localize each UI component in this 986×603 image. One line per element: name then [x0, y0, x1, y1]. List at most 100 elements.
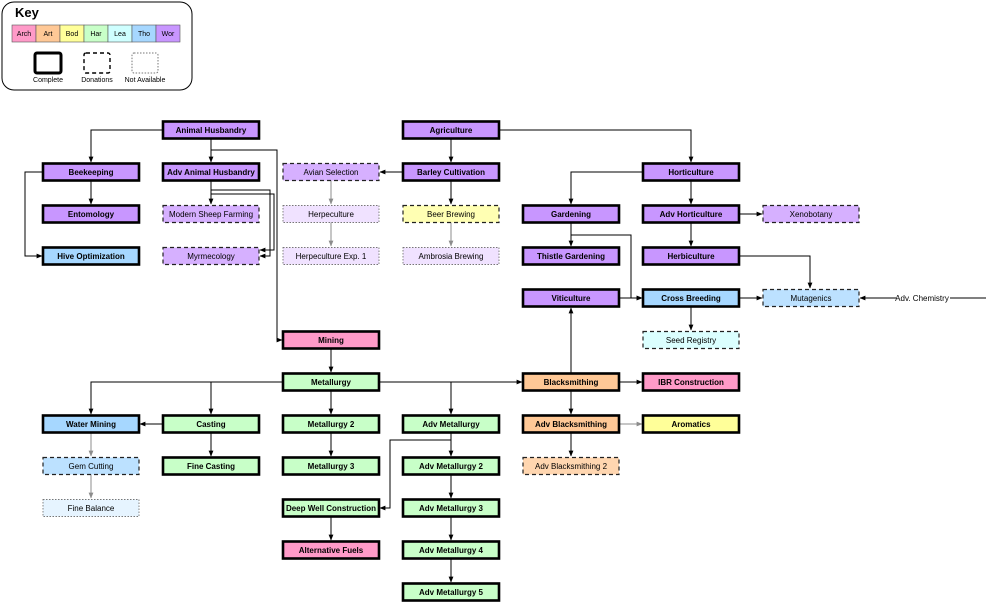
- node-label-beer-brewing: Beer Brewing: [427, 210, 475, 219]
- node-metallurgy-2: Metallurgy 2: [281, 414, 381, 434]
- node-alternative-fuels: Alternative Fuels: [281, 540, 381, 560]
- node-gardening: Gardening: [521, 204, 621, 224]
- node-herpeculture: Herpeculture: [282, 205, 380, 223]
- node-avian-selection: Avian Selection: [282, 162, 380, 182]
- node-hive-optimization: Hive Optimization: [41, 246, 141, 266]
- legend-categories: Arch Art Bod Har Lea Tho Wor: [11, 24, 181, 43]
- node-label-adv-blacksmithing-2: Adv Blacksmithing 2: [535, 462, 608, 471]
- node-box-mutagenics: [762, 288, 860, 308]
- node-box-gardening: [521, 204, 621, 224]
- node-xenobotany: Xenobotany: [762, 204, 860, 224]
- node-box-deep-well-construction: [281, 498, 381, 518]
- node-box-beekeeping: [41, 162, 141, 182]
- node-box-ambrosia-brewing: [402, 247, 500, 265]
- edge-herbiculture-mutagenics: [739, 255, 813, 289]
- node-label-adv-horticulture: Adv Horticulture: [660, 210, 723, 219]
- node-box-adv-metallurgy-4: [401, 540, 501, 560]
- legend-donations-sample: [83, 52, 111, 74]
- node-label-horticulture: Horticulture: [668, 168, 714, 177]
- node-myrmecology: Myrmecology: [162, 246, 260, 266]
- node-box-water-mining: [41, 414, 141, 434]
- node-box-hive-optimization: [41, 246, 141, 266]
- node-agriculture: Agriculture: [401, 120, 501, 140]
- node-box-adv-blacksmithing: [521, 414, 621, 434]
- legend: Key Arch Art Bod Har Lea Tho Wor Complet…: [1, 1, 193, 91]
- node-aromatics: Aromatics: [641, 414, 741, 434]
- node-box-thistle-gardening: [521, 246, 621, 266]
- node-box-metallurgy-2: [281, 414, 381, 434]
- node-box-aromatics: [641, 414, 741, 434]
- legend-swatch-wor: [155, 24, 181, 43]
- legend-label-bod: Bod: [66, 31, 79, 38]
- node-water-mining: Water Mining: [41, 414, 141, 434]
- node-ambrosia-brewing: Ambrosia Brewing: [402, 247, 500, 265]
- node-viticulture: Viticulture: [521, 288, 621, 308]
- node-label-ibr-construction: IBR Construction: [658, 378, 724, 387]
- node-label-avian-selection: Avian Selection: [304, 168, 359, 177]
- legend-label-har: Har: [90, 31, 102, 38]
- legend-label-art: Art: [44, 31, 53, 38]
- node-label-herbiculture: Herbiculture: [667, 252, 715, 261]
- node-label-blacksmithing: Blacksmithing: [544, 378, 599, 387]
- node-seed-registry: Seed Registry: [642, 330, 740, 350]
- node-label-thistle-gardening: Thistle Gardening: [537, 252, 605, 261]
- node-label-aromatics: Aromatics: [671, 420, 711, 429]
- node-label-mining: Mining: [318, 336, 344, 345]
- node-label-adv-metallurgy-3: Adv Metallurgy 3: [419, 504, 484, 513]
- node-box-beer-brewing: [402, 204, 500, 224]
- node-metallurgy-3: Metallurgy 3: [281, 456, 381, 476]
- node-herbiculture: Herbiculture: [641, 246, 741, 266]
- node-box-adv-blacksmithing-2: [522, 456, 620, 476]
- node-box-metallurgy: [281, 372, 381, 392]
- node-label-metallurgy-2: Metallurgy 2: [308, 420, 355, 429]
- node-adv-metallurgy-3: Adv Metallurgy 3: [401, 498, 501, 518]
- edge-animal-husbandry-mining: [211, 149, 283, 343]
- node-adv-blacksmithing: Adv Blacksmithing: [521, 414, 621, 434]
- node-box-herpeculture-exp-1: [282, 247, 380, 265]
- node-gem-cutting: Gem Cutting: [42, 456, 140, 476]
- node-label-metallurgy-3: Metallurgy 3: [308, 462, 355, 471]
- node-label-cross-breeding: Cross Breeding: [661, 294, 721, 303]
- node-fine-balance: Fine Balance: [42, 499, 140, 517]
- external-input-label: Adv. Chemistry: [895, 294, 949, 303]
- edge-adv-animal-husbandry-hive-optimization: [211, 189, 271, 259]
- node-barley-cultivation: Barley Cultivation: [401, 162, 501, 182]
- node-label-herpeculture-exp-1: Herpeculture Exp. 1: [296, 252, 367, 261]
- node-label-gardening: Gardening: [551, 210, 591, 219]
- node-label-agriculture: Agriculture: [430, 126, 473, 135]
- node-adv-metallurgy-2: Adv Metallurgy 2: [401, 456, 501, 476]
- node-label-barley-cultivation: Barley Cultivation: [417, 168, 485, 177]
- node-casting: Casting: [161, 414, 261, 434]
- node-label-hive-optimization: Hive Optimization: [57, 252, 125, 261]
- node-label-xenobotany: Xenobotany: [790, 210, 833, 219]
- node-box-alternative-fuels: [281, 540, 381, 560]
- legend-title: Key: [15, 5, 40, 20]
- node-box-metallurgy-3: [281, 456, 381, 476]
- legend-not-available-sample: [131, 52, 159, 74]
- node-beekeeping: Beekeeping: [41, 162, 141, 182]
- node-box-casting: [161, 414, 261, 434]
- legend-label-arch: Arch: [17, 31, 32, 38]
- node-box-herpeculture: [282, 205, 380, 223]
- node-box-mining: [281, 330, 381, 350]
- node-box-seed-registry: [642, 330, 740, 350]
- node-thistle-gardening: Thistle Gardening: [521, 246, 621, 266]
- node-label-fine-casting: Fine Casting: [187, 462, 235, 471]
- node-label-myrmecology: Myrmecology: [187, 252, 235, 261]
- node-label-modern-sheep-farming: Modern Sheep Farming: [169, 210, 253, 219]
- node-box-avian-selection: [282, 162, 380, 182]
- node-label-ambrosia-brewing: Ambrosia Brewing: [419, 252, 484, 261]
- node-label-metallurgy: Metallurgy: [311, 378, 352, 387]
- node-box-adv-horticulture: [641, 204, 741, 224]
- node-box-adv-animal-husbandry: [161, 162, 261, 182]
- node-box-adv-metallurgy-2: [401, 456, 501, 476]
- node-adv-metallurgy-4: Adv Metallurgy 4: [401, 540, 501, 560]
- node-label-adv-animal-husbandry: Adv Animal Husbandry: [167, 168, 255, 177]
- node-mutagenics: Mutagenics: [762, 288, 860, 308]
- edge-horticulture-gardening: [568, 171, 643, 205]
- edge-animal-husbandry-beekeeping: [88, 129, 163, 163]
- node-metallurgy: Metallurgy: [281, 372, 381, 392]
- node-box-cross-breeding: [641, 288, 741, 308]
- node-fine-casting: Fine Casting: [161, 456, 261, 476]
